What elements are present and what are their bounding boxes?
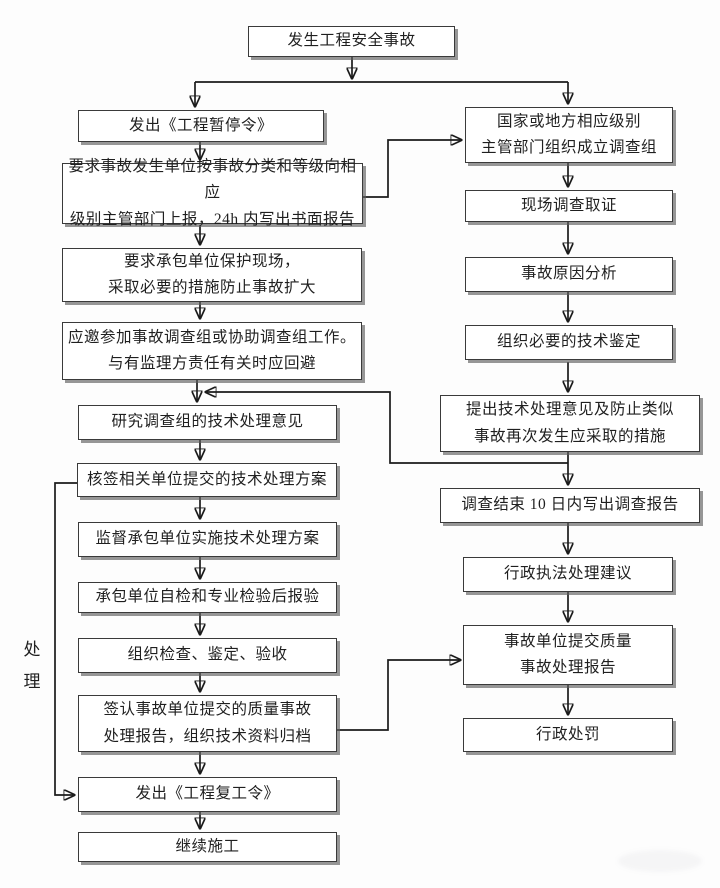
- node-protect-site: 要求承包单位保护现场， 采取必要的措施防止事故扩大: [62, 248, 362, 302]
- node-unit-submit-quality-report: 事故单位提交质量 事故处理报告: [463, 625, 673, 685]
- node-join-investigation: 应邀参加事故调查组或协助调查组工作。 与有监理方责任有关时应回避: [62, 322, 362, 380]
- node-administrative-enforcement-suggestion: 行政执法处理建议: [463, 557, 673, 592]
- watermark: [618, 850, 702, 872]
- node-sign-accident-report-archive: 签认事故单位提交的质量事故 处理报告，组织技术资料归档: [78, 695, 337, 752]
- node-administrative-penalty: 行政处罚: [463, 718, 673, 752]
- edge-signoff-to-quality-report: [337, 660, 461, 731]
- node-report-to-authorities: 要求事故发生单位按事故分类和等级向相应 级别主管部门上报，24h 内写出书面报告: [62, 158, 363, 228]
- node-organize-inspection-acceptance: 组织检查、鉴定、验收: [78, 638, 337, 673]
- node-accident-occurs: 发生工程安全事故: [248, 26, 455, 57]
- edge-measures-to-study-opinion: [205, 392, 568, 464]
- node-countersign-technical-plan: 核签相关单位提交的技术处理方案: [77, 463, 337, 497]
- node-investigation-report-10-days: 调查结束 10 日内写出调查报告: [440, 488, 700, 523]
- node-contractor-self-inspection: 承包单位自检和专业检验后报验: [78, 582, 337, 613]
- node-propose-measures: 提出技术处理意见及防止类似 事故再次发生应采取的措施: [440, 395, 700, 452]
- node-cause-analysis: 事故原因分析: [465, 257, 673, 292]
- node-continue-construction: 继续施工: [78, 832, 337, 862]
- node-issue-suspension-order: 发出《工程暂停令》: [78, 110, 324, 142]
- node-supervise-implementation: 监督承包单位实施技术处理方案: [78, 522, 337, 557]
- edge-handling-bypass-to-resume-order: [54, 482, 77, 795]
- edge-report-to-investigation-team: [363, 140, 462, 198]
- node-site-investigation: 现场调查取证: [465, 190, 673, 222]
- node-technical-appraisal: 组织必要的技术鉴定: [465, 325, 673, 360]
- node-issue-resume-order: 发出《工程复工令》: [78, 777, 337, 812]
- node-authority-form-investigation-team: 国家或地方相应级别 主管部门组织成立调查组: [465, 107, 673, 163]
- side-label-handling: 处 理: [23, 640, 41, 692]
- node-study-technical-opinion: 研究调查组的技术处理意见: [78, 405, 337, 440]
